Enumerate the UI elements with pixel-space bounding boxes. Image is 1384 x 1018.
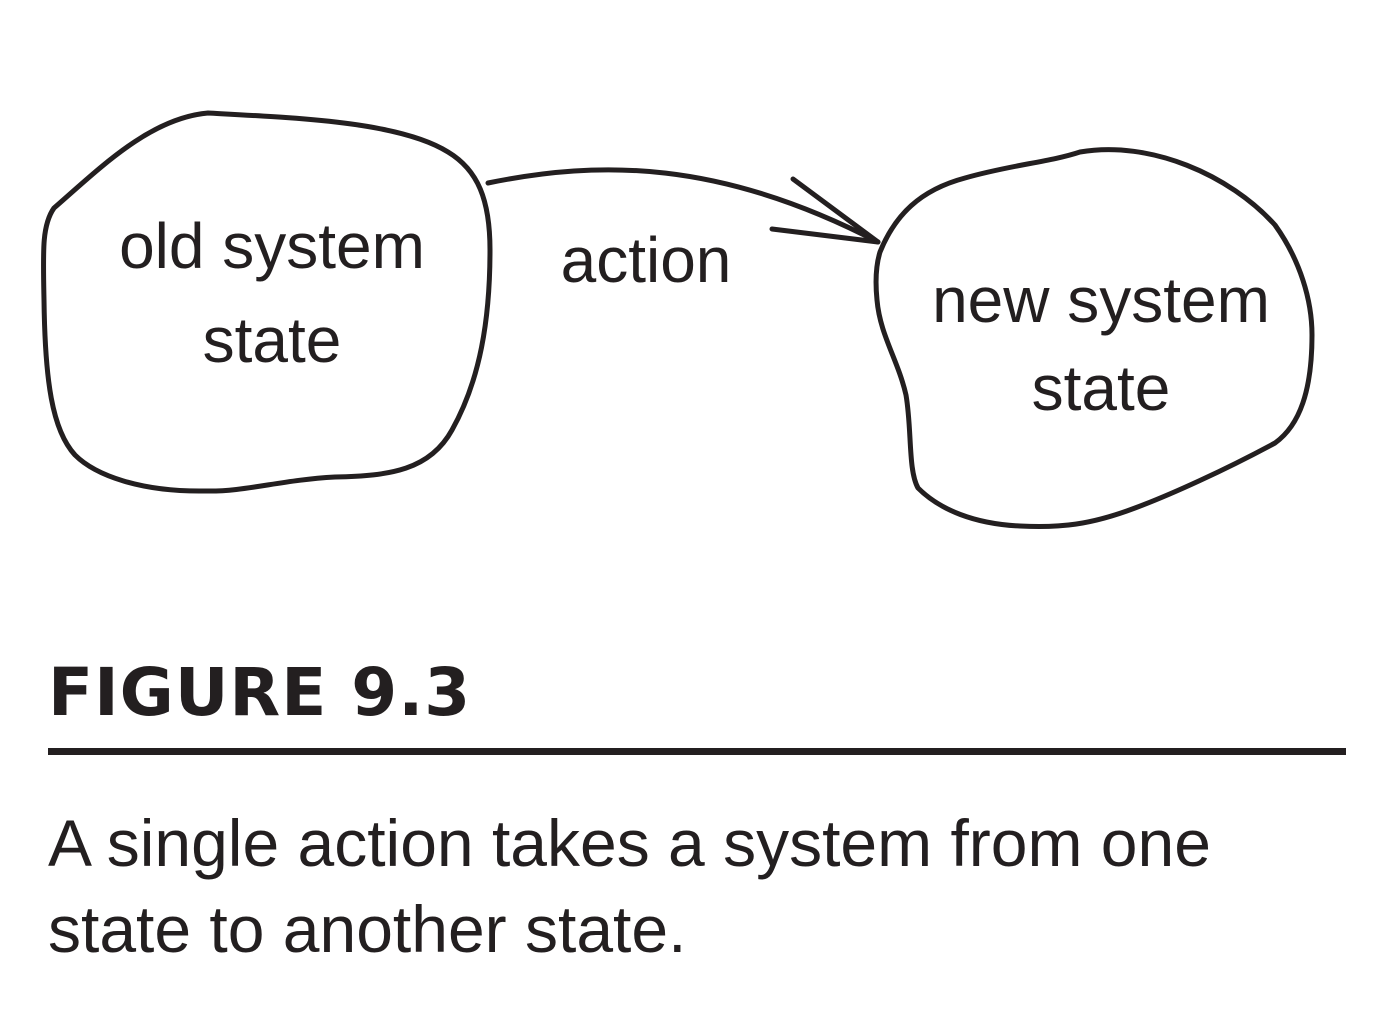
new-state-label-line-2: state — [1032, 352, 1171, 424]
action-label: action — [561, 224, 732, 296]
caption-divider — [48, 748, 1346, 755]
new-state-outline — [873, 147, 1315, 530]
action-arrow-curve — [485, 167, 881, 245]
old-state-outline — [40, 110, 493, 494]
old-state-label-line-2: state — [203, 304, 342, 376]
old-state-label-line-1: old system — [119, 210, 425, 282]
edge-action: action — [485, 167, 881, 296]
figure-label: FIGURE 9.3 — [48, 654, 472, 731]
action-arrowhead — [769, 176, 881, 245]
state-transition-diagram: old system state action new system state — [40, 110, 1315, 530]
figure-caption: A single action takes a system from one … — [48, 806, 1211, 966]
new-state-label-line-1: new system — [932, 264, 1270, 336]
node-new-system-state: new system state — [873, 147, 1315, 530]
node-old-system-state: old system state — [40, 110, 493, 494]
